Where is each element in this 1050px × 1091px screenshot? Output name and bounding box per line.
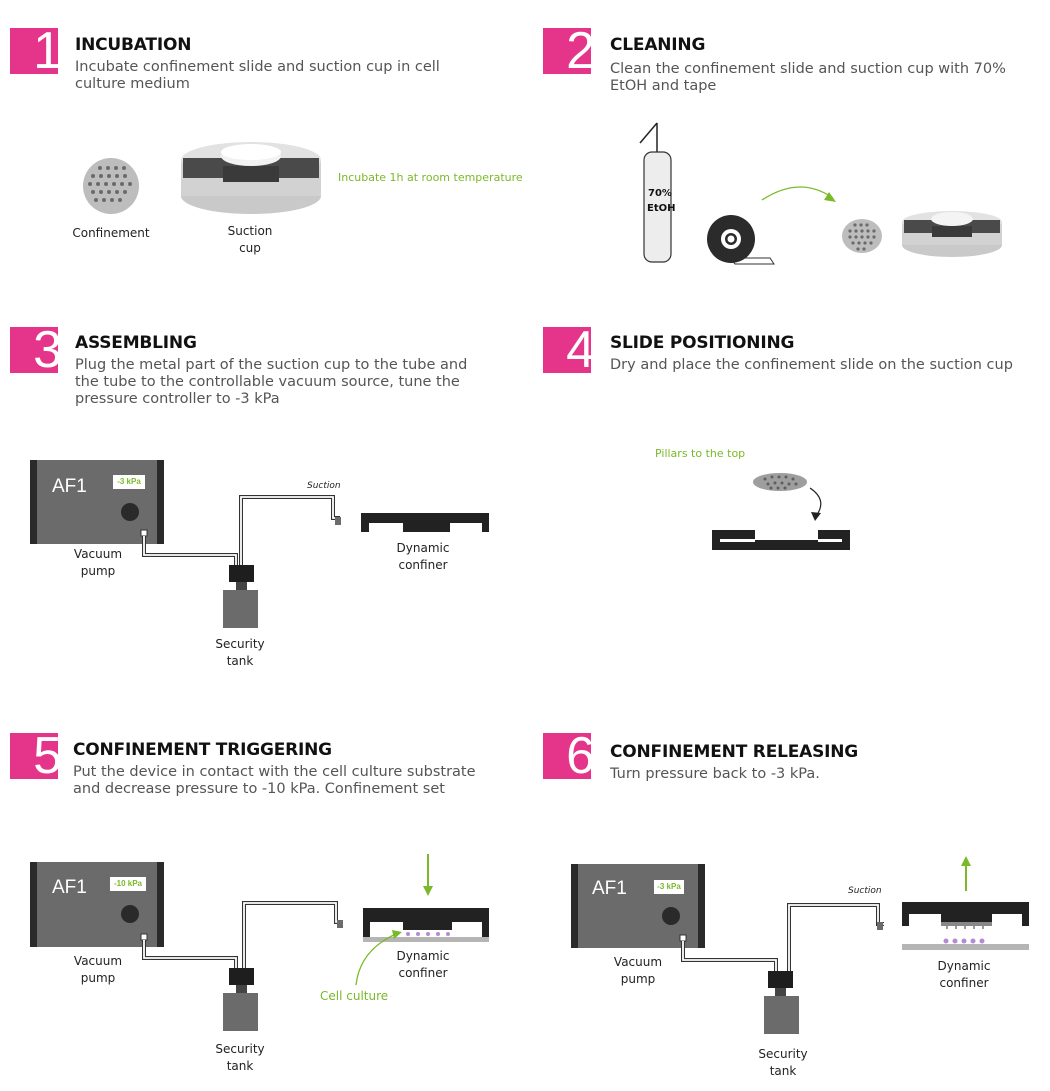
cell-culture-pointer [355, 930, 402, 986]
suction-cup-label-1: Suction [227, 224, 273, 238]
confinement-slide-small-icon [842, 219, 882, 253]
step-5-title: CONFINEMENT TRIGGERING [73, 740, 332, 760]
dynamic-confiner-label-1-s3: Dynamic [396, 541, 450, 555]
step-4-number: 4 [543, 327, 591, 373]
step-3-number: 3 [10, 327, 58, 373]
dynamic-confiner-label-1-s6: Dynamic [937, 959, 991, 973]
pressure-display-3: -3 kPa [113, 475, 145, 489]
security-tank-label-2-s5: tank [226, 1059, 254, 1073]
confinement-slide-flat-icon [753, 473, 807, 491]
pump-name-6: AF1 [592, 878, 627, 899]
security-tank-label-1-s6: Security [758, 1047, 808, 1061]
pillars-note: Pillars to the top [655, 447, 746, 460]
ethanol-bottle-icon [639, 122, 672, 263]
cell-culture-label: Cell culture [320, 989, 389, 1003]
pressure-display-6: -3 kPa [654, 880, 684, 894]
step-6-title: CONFINEMENT RELEASING [610, 742, 859, 762]
pressure-display-5: -10 kPa [110, 877, 146, 891]
security-tank-label-1-s5: Security [215, 1042, 265, 1056]
suction-label-s6: Suction [848, 886, 882, 896]
step-3-description: Plug the metal part of the suction cup t… [75, 357, 468, 407]
pump-name-5: AF1 [52, 877, 87, 898]
step-5-description: Put the device in contact with the cell … [73, 764, 476, 797]
dynamic-confiner-label-2-s5: confiner [398, 966, 448, 980]
vacuum-pump-label-1-s6: Vacuum [613, 955, 663, 969]
step-6-description: Turn pressure back to -3 kPa. [610, 766, 820, 782]
green-down-arrow-icon [423, 854, 433, 896]
step-1-title: INCUBATION [75, 35, 192, 55]
step-3-title: ASSEMBLING [75, 333, 197, 353]
vacuum-pump-icon [30, 460, 164, 544]
vacuum-pump-label-2-s3: pump [80, 564, 116, 578]
green-arrow-icon [761, 186, 836, 202]
confinement-label: Confinement [72, 226, 150, 240]
dynamic-confiner-label-2-s3: confiner [398, 558, 448, 572]
suction-cup-small-icon [902, 211, 1002, 257]
security-tank-label-2-s3: tank [226, 654, 254, 668]
vacuum-pump-label-1-s5: Vacuum [73, 954, 123, 968]
dynamic-confiner-label-1-s5: Dynamic [396, 949, 450, 963]
vacuum-pump-label-2-s5: pump [80, 971, 116, 985]
vacuum-tube [681, 903, 884, 972]
security-tank-icon [764, 971, 799, 1034]
suction-cup-profile-icon [712, 530, 850, 550]
dynamic-confiner-label-2-s6: confiner [939, 976, 989, 990]
security-tank-icon [223, 565, 258, 628]
dynamic-confiner-icon [335, 513, 489, 532]
security-tank-icon [223, 968, 258, 1031]
suction-label-s3: Suction [307, 481, 341, 491]
security-tank-label-1-s3: Security [215, 637, 265, 651]
etoh-label-2: EtOH [647, 203, 676, 214]
vacuum-pump-label-2-s6: pump [620, 972, 656, 986]
pump-name-3: AF1 [52, 476, 87, 497]
tape-roll-icon [707, 215, 775, 265]
etoh-label-1: 70% [648, 188, 672, 199]
step-5-number: 5 [10, 733, 58, 779]
vacuum-pump-label-1-s3: Vacuum [73, 547, 123, 561]
step-4-title: SLIDE POSITIONING [610, 333, 795, 353]
dynamic-confiner-icon [337, 908, 489, 942]
vacuum-pump-icon [571, 864, 705, 948]
vacuum-pump-icon [30, 862, 164, 947]
suction-cup-icon [181, 142, 321, 214]
step-2-description: Clean the confinement slide and suction … [610, 61, 1006, 94]
step-2-number: 2 [543, 28, 591, 74]
incubate-note: Incubate 1h at room temperature [338, 171, 523, 184]
curved-arrow-icon [809, 487, 822, 521]
step-4-description: Dry and place the confinement slide on t… [610, 357, 1013, 373]
security-tank-label-2-s6: tank [769, 1064, 797, 1078]
green-up-arrow-icon [961, 856, 971, 891]
confinement-slide-icon [83, 158, 139, 214]
step-1-number: 1 [10, 28, 58, 74]
step-6-number: 6 [543, 733, 591, 779]
dynamic-confiner-icon [877, 902, 1029, 950]
step-2-title: CLEANING [610, 35, 706, 55]
suction-cup-label-2: cup [239, 241, 261, 255]
step-1-description: Incubate confinement slide and suction c… [75, 59, 440, 92]
